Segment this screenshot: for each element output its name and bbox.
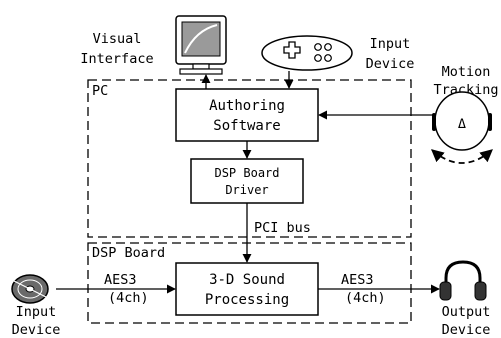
input-device-top-label-1: Input: [370, 36, 411, 52]
gamepad-icon: [261, 35, 353, 71]
motion-tracking-label-2: Tracking: [433, 82, 498, 98]
input-device-top-label-2: Device: [366, 56, 415, 72]
monitor-icon: [175, 15, 227, 75]
dsp-board-driver-line2: Driver: [225, 183, 268, 197]
visual-interface-label-2: Interface: [80, 51, 153, 67]
aes3-in-label: AES3: [104, 272, 137, 288]
aes3-out-label: AES3: [341, 272, 374, 288]
dsp-board-driver-box: [190, 158, 304, 204]
dsp-board-driver-line1: DSP Board: [214, 166, 279, 180]
pc-region-label: PC: [92, 83, 108, 99]
motion-tracking-label-1: Motion: [442, 64, 491, 80]
dsp-board-region-label: DSP Board: [92, 245, 165, 261]
aes3-out-channels: (4ch): [345, 290, 386, 306]
sound-processing-line2: Processing: [205, 292, 289, 308]
authoring-software-line2: Software: [213, 118, 280, 134]
head-symbol: Δ: [458, 116, 466, 132]
authoring-software-line1: Authoring: [209, 98, 285, 114]
pci-bus-label: PCI bus: [254, 220, 311, 236]
aes3-in-channels: (4ch): [108, 290, 149, 306]
sound-processing-box: [175, 262, 319, 316]
sound-processing-line1: 3-D Sound: [209, 272, 285, 288]
compact-disc-icon: [11, 274, 49, 304]
input-device-bottom-label-1: Input: [16, 304, 57, 320]
headphones-icon: [439, 260, 487, 301]
head-icon: Δ: [431, 91, 493, 164]
dsp-board-region: [87, 242, 412, 324]
visual-interface-label-1: Visual: [93, 31, 142, 47]
pc-region: [87, 79, 412, 238]
output-device-label-2: Device: [442, 322, 491, 338]
input-device-bottom-label-2: Device: [12, 322, 61, 338]
output-device-label-1: Output: [442, 304, 491, 320]
